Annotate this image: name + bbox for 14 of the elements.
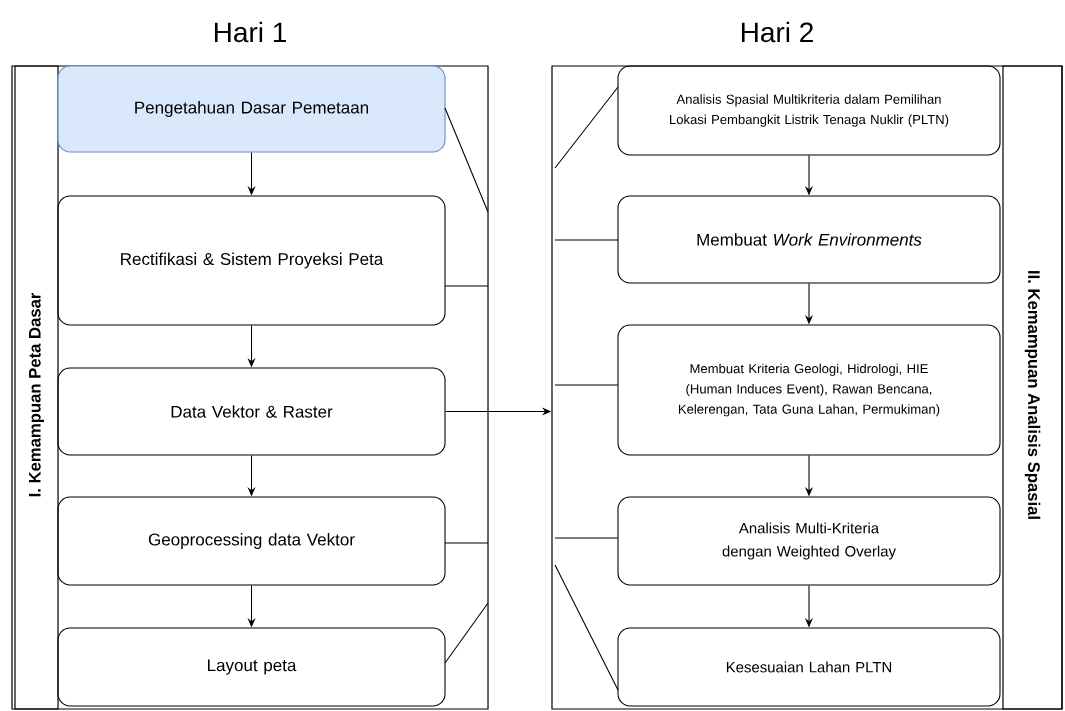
process-box: Geoprocessing data Vektor [57,496,446,586]
process-box: Pengetahuan Dasar Pemetaan [57,65,446,153]
process-box: Membuat Kriteria Geologi, Hidrologi, HIE (Human Induces Event), Rawan Bencana, Kelerengan, Tata Guna Lahan, Permukiman) [617,324,1001,456]
band-label: I. Kemampuan Peta Dasar [29,292,44,497]
process-box: Analisis Spasial Multikriteria dalam Pemilihan Lokasi Pembangkit Listrik Tenaga Nuklir (PLTN) [617,65,1001,156]
process-box: Membuat Work Environments [617,195,1001,284]
band-label: II. Kemampuan Analisis Spasial [1024,271,1041,519]
process-box: Rectifikasi & Sistem Proyeksi Peta [57,195,446,326]
process-box: Kesesuaian Lahan PLTN [617,627,1001,707]
process-box: Data Vektor & Raster [57,367,446,456]
panel-heading: Hari 2 [741,21,813,43]
process-box: Analisis Multi-Kriteria dengan Weighted Overlay [617,496,1001,586]
panel-heading: Hari 1 [214,21,286,43]
process-box: Layout peta [57,627,446,707]
